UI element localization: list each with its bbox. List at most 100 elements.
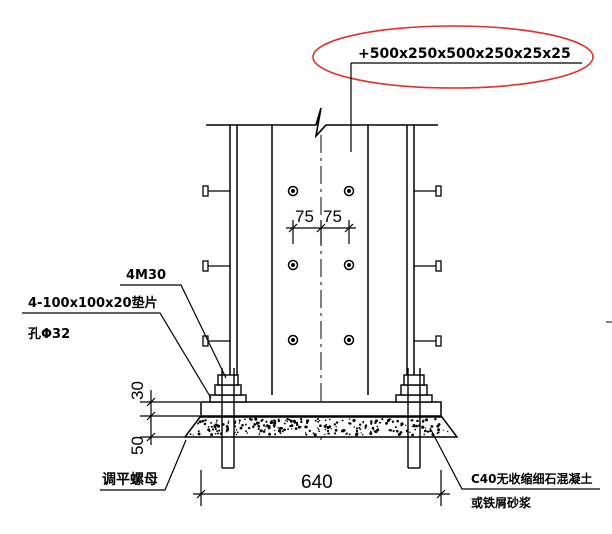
grout-speck (394, 426, 397, 429)
grout-speck (328, 432, 330, 435)
grout-speck (446, 430, 449, 433)
grout-speck (197, 430, 200, 433)
grout-speck (370, 420, 373, 423)
grout-speck (358, 423, 362, 426)
grout-speck (335, 426, 337, 428)
grout-speck (442, 429, 445, 431)
anchor-bolt-right (395, 368, 433, 469)
grout-speck (299, 417, 303, 421)
column-break-line (206, 107, 438, 139)
washer-label: 4-100x100x20垫片 (28, 295, 158, 311)
bolt-spacing-right: 75 (323, 207, 342, 226)
grout-speck (204, 419, 207, 422)
grout-speck (235, 433, 238, 436)
grout-speck (391, 420, 395, 423)
grout-speck (281, 430, 284, 433)
grout-speck (215, 421, 218, 423)
hole-label: 孔Φ32 (28, 327, 70, 342)
shear-studs-right (414, 185, 442, 347)
grout-speck (412, 423, 416, 427)
grout-speck (257, 427, 260, 431)
grout-speck (201, 419, 205, 423)
grout-speck (308, 429, 311, 433)
grout-speck (234, 420, 237, 423)
grout-speck (319, 419, 321, 422)
grout-speck (385, 421, 388, 425)
grout-speck (395, 429, 399, 433)
grout-speck (251, 418, 253, 421)
grout-speck (258, 434, 260, 436)
grout-speck (423, 433, 426, 436)
grout-speck (400, 424, 403, 427)
grout-speck (416, 419, 419, 423)
grout-speck (352, 418, 356, 423)
grout-speck (297, 425, 301, 429)
grout-speck (248, 417, 252, 421)
grout-speck (364, 424, 368, 427)
grout-speck (326, 429, 330, 433)
grout-speck (323, 424, 327, 428)
grout-speck (399, 431, 403, 434)
grout-label-line2: 或铁屑砂浆 (471, 495, 532, 510)
grout-speck (277, 427, 279, 429)
grout-speck (358, 426, 361, 429)
grout-speck (267, 424, 271, 429)
grout-speck (355, 432, 359, 436)
grout-speck (360, 432, 362, 434)
grout-speck (348, 418, 351, 420)
grout-speck (376, 419, 378, 422)
grout-speck (340, 429, 344, 433)
grout-speck (286, 417, 289, 421)
grout-speck (211, 425, 214, 428)
grout-speck (370, 430, 372, 433)
grout-speck (426, 430, 430, 433)
grout-speck (324, 433, 326, 436)
grout-speck (288, 418, 291, 421)
grout-speck (313, 433, 317, 437)
grout-speck (265, 420, 268, 423)
grout-speck (257, 421, 260, 424)
grout-speck (371, 426, 375, 430)
grout-speck (411, 433, 414, 437)
grout-speck (349, 422, 352, 424)
grout-speck (254, 417, 258, 421)
grout-speck (353, 426, 356, 428)
grout-speck (421, 420, 425, 423)
shear-studs-left (202, 185, 230, 347)
grout-speck (376, 425, 379, 428)
grout-speck (348, 433, 351, 436)
grout-speck (264, 428, 266, 431)
grout-speck (437, 423, 441, 426)
grout-speck (212, 428, 215, 431)
grout-speck (318, 428, 320, 431)
grout-speck (265, 426, 267, 428)
grout-speck (279, 430, 281, 433)
grout-speck (424, 418, 429, 422)
grout-speck (411, 425, 414, 428)
grout-speck (213, 426, 217, 429)
grout-speck (359, 428, 362, 430)
grout-speck (390, 418, 392, 420)
grout-speck (409, 431, 411, 434)
right-leader (429, 427, 600, 490)
section-leader (350, 62, 582, 152)
grout-speck (355, 427, 358, 430)
grout-speck (300, 420, 303, 424)
anchor-bolt-left (209, 368, 247, 469)
grout-speck (287, 428, 289, 430)
bolt-spacing-left: 75 (295, 207, 314, 226)
grout-speck (437, 431, 440, 434)
grout-speck (410, 419, 413, 422)
grout-speck (386, 419, 390, 423)
grout-speck (316, 417, 319, 421)
grout-speck (253, 423, 257, 426)
section-label: +500x250x500x250x25x25 (358, 46, 571, 62)
grout-speck (325, 423, 328, 426)
grout-speck (292, 419, 296, 423)
grout-speck (277, 419, 280, 423)
grout-speck (290, 424, 294, 427)
grout-speck (334, 428, 338, 432)
grout-speck (333, 423, 337, 426)
grout-speck (312, 432, 315, 434)
